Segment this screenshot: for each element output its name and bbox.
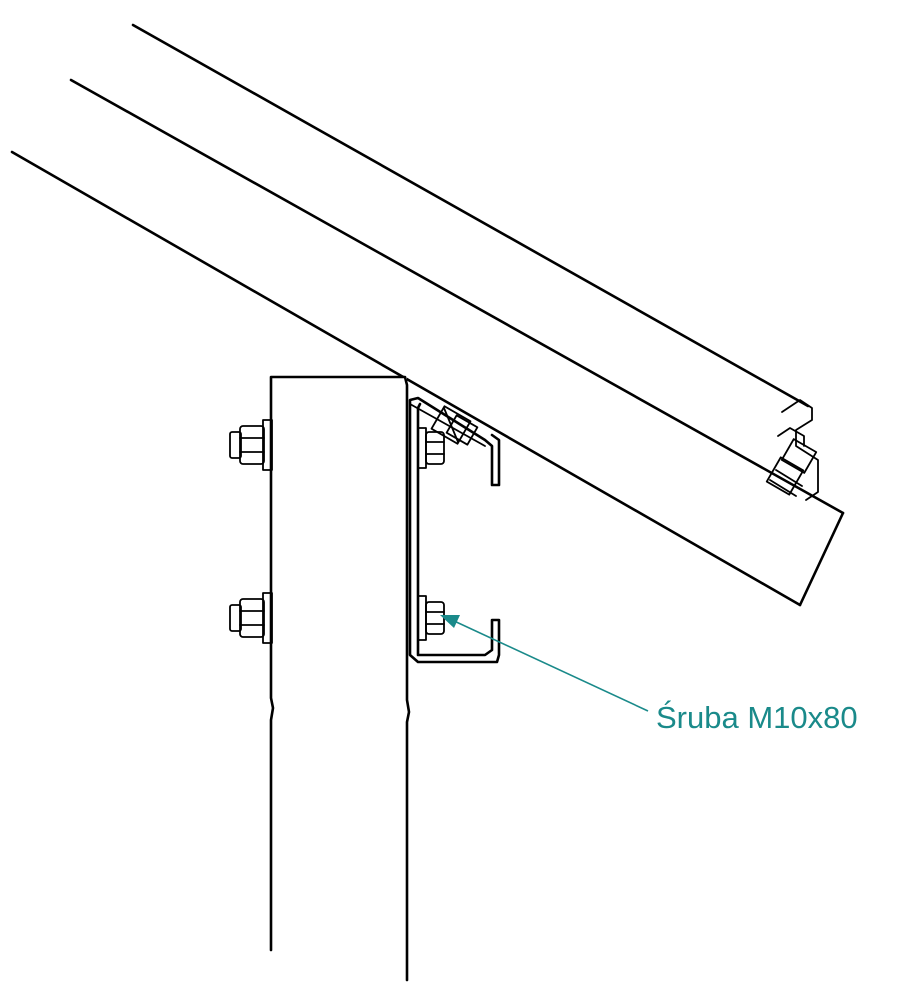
- bolt-rafter-diagonal: [430, 405, 479, 446]
- vertical-column: [269, 375, 411, 982]
- bolt-callout-label: Śruba M10x80: [656, 699, 858, 735]
- bolt-channel-lower: [417, 595, 445, 641]
- bolt-left-lower: [229, 592, 273, 644]
- c-channel-bracket: [408, 396, 501, 664]
- bolt-channel-upper: [417, 427, 445, 469]
- rafter-beam: [10, 23, 845, 607]
- purlin-bracket: [765, 399, 819, 501]
- bolt-left-upper: [229, 419, 273, 471]
- callout-leader: [440, 615, 649, 712]
